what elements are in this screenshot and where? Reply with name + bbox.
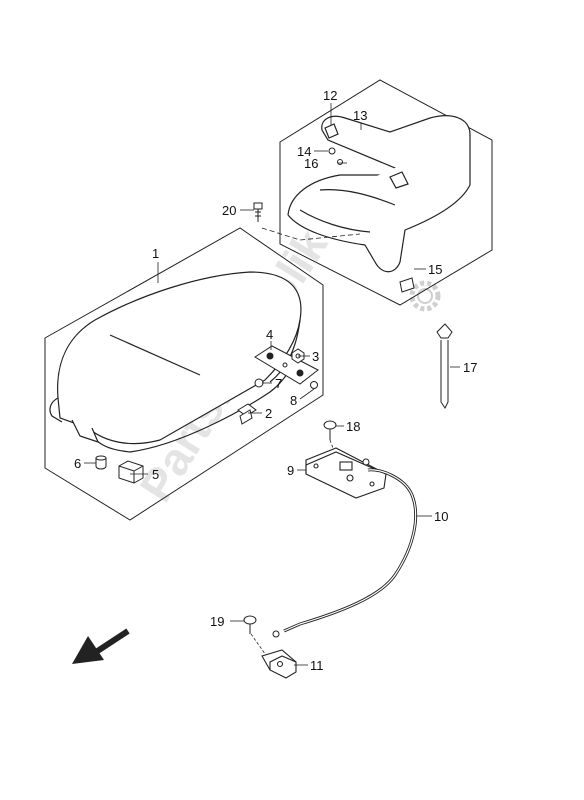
leader-lines	[84, 103, 460, 666]
part-6-cap	[95, 455, 107, 470]
callout-14: 14	[297, 144, 311, 159]
rear-seat-group-box	[279, 79, 493, 306]
callout-19: 19	[210, 614, 224, 629]
part-18-screw	[323, 420, 337, 440]
part-19-screw	[243, 615, 257, 634]
part-8-nut	[310, 381, 318, 389]
callout-13: 13	[353, 108, 367, 123]
callout-7: 7	[275, 376, 282, 391]
callout-10: 10	[434, 509, 448, 524]
callout-15: 15	[428, 262, 442, 277]
callout-15-16: 16	[304, 156, 318, 171]
callout-2: 2	[265, 406, 272, 421]
callout-9: 9	[287, 463, 294, 478]
part-10-cable-inner	[283, 469, 417, 632]
part-20-bolt	[253, 202, 263, 222]
callout-8: 8	[290, 393, 297, 408]
part-14-washer	[328, 147, 336, 155]
callout-4: 4	[266, 327, 273, 342]
gear-logo-icon	[409, 280, 441, 312]
callout-12: 12	[323, 88, 337, 103]
screw-18-dash	[329, 439, 337, 457]
callout-20: 20	[222, 203, 236, 218]
callout-labels: 1 2 3 4 5 6 7 8 9 10 11 12 13 14 16 15 1…	[74, 88, 477, 673]
callout-1: 1	[152, 246, 159, 261]
front-seat	[49, 271, 302, 453]
callout-17: 17	[463, 360, 477, 375]
bolt-20-dash	[261, 227, 361, 241]
part-11-lever-bracket	[261, 649, 297, 679]
callout-5: 5	[152, 467, 159, 482]
rear-seat	[287, 115, 471, 273]
part-7-washer	[254, 378, 264, 388]
part-17-cable-tie	[436, 323, 453, 409]
part-4-bracket	[254, 345, 319, 385]
part-2-clip	[237, 403, 257, 425]
part-15-clip	[399, 277, 415, 293]
callout-3: 3	[312, 349, 319, 364]
callout-11: 11	[310, 658, 324, 673]
front-direction-arrow-icon	[72, 628, 130, 664]
part-5-cushion	[118, 460, 144, 484]
cable-end-fitting	[272, 458, 370, 638]
part-9-seat-lock	[305, 447, 387, 499]
callout-6: 6	[74, 456, 81, 471]
front-seat-group-box	[44, 227, 324, 521]
part-16-nut	[337, 159, 343, 165]
callout-18: 18	[346, 419, 360, 434]
